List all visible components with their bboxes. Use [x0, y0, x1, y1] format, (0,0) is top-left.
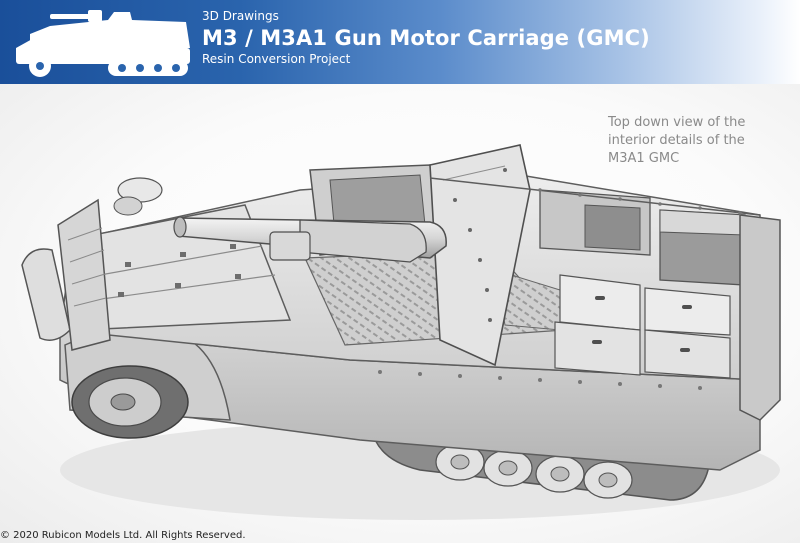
front-wheel — [64, 330, 231, 439]
m3a1-gmc-model-render — [21, 144, 781, 520]
halftrack-silhouette-icon — [16, 10, 190, 77]
caption-line-1: Top down view of the — [608, 115, 746, 130]
page-title: M3 / M3A1 Gun Motor Carriage (GMC) — [202, 26, 650, 50]
caption-line-2: interior details of the — [608, 133, 745, 148]
caption-line-3: M3A1 GMC — [608, 151, 680, 166]
image-caption: Top down view of the interior details of… — [608, 114, 778, 168]
header-text: 3D Drawings M3 / M3A1 Gun Motor Carriage… — [202, 8, 650, 66]
page-subtitle: Resin Conversion Project — [202, 52, 351, 66]
header-banner: 3D Drawings M3 / M3A1 Gun Motor Carriage… — [0, 0, 800, 84]
front-roller — [21, 198, 111, 351]
header-kicker: 3D Drawings — [202, 9, 279, 23]
copyright-footer: © 2020 Rubicon Models Ltd. All Rights Re… — [0, 530, 246, 541]
gun-barrel — [173, 216, 447, 263]
model-render-area — [0, 84, 800, 543]
gun-shield — [429, 144, 531, 367]
interior-stowage — [539, 189, 746, 379]
